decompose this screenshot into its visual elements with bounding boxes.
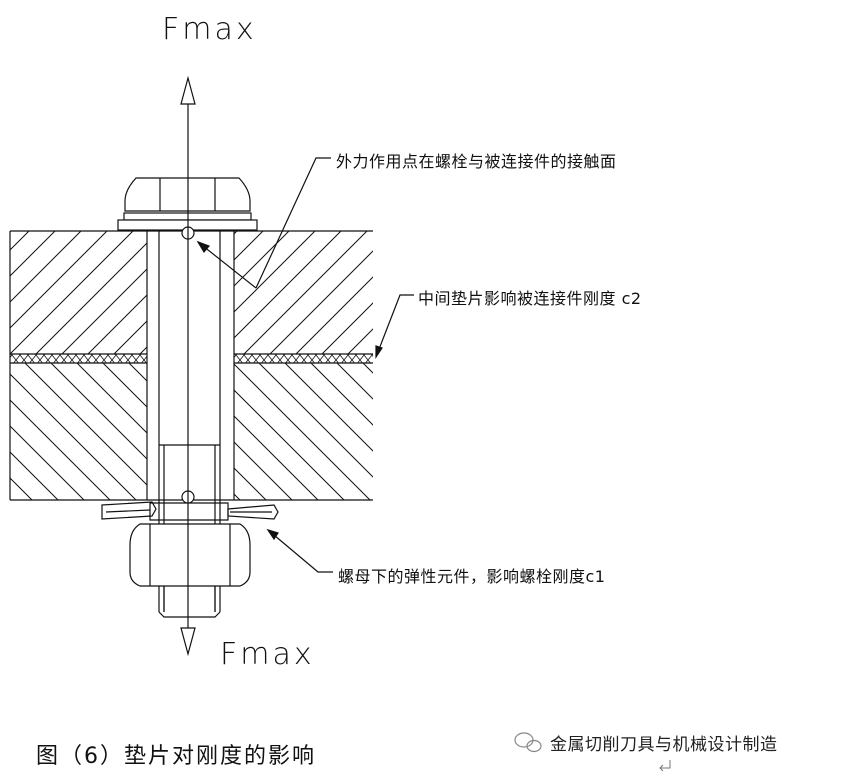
leader-contact-point <box>196 157 331 289</box>
force-label-top: Fmax <box>162 12 257 47</box>
annotation-contact-point: 外力作用点在螺栓与被连接件的接触面 <box>336 152 617 171</box>
leader-gasket <box>375 294 414 359</box>
figure-caption: 图（6）垫片对刚度的影响 <box>36 744 316 769</box>
carriage-return-icon <box>659 760 671 772</box>
upper-plate <box>10 230 373 354</box>
watermark-text: 金属切削刀具与机械设计制造 <box>550 735 778 755</box>
force-label-bottom: Fmax <box>220 637 315 672</box>
annotation-gasket: 中间垫片影响被连接件刚度 c2 <box>418 289 642 308</box>
wechat-bubble-icon <box>514 732 542 753</box>
force-axis <box>180 75 196 657</box>
annotation-spring-element: 螺母下的弹性元件，影响螺栓刚度c1 <box>338 567 606 586</box>
bolt-hole <box>146 231 235 500</box>
leader-spring-element <box>266 528 333 573</box>
lower-plate <box>9 231 373 501</box>
middle-gasket <box>10 353 373 364</box>
spring-washer <box>101 501 279 521</box>
nut <box>129 523 251 612</box>
